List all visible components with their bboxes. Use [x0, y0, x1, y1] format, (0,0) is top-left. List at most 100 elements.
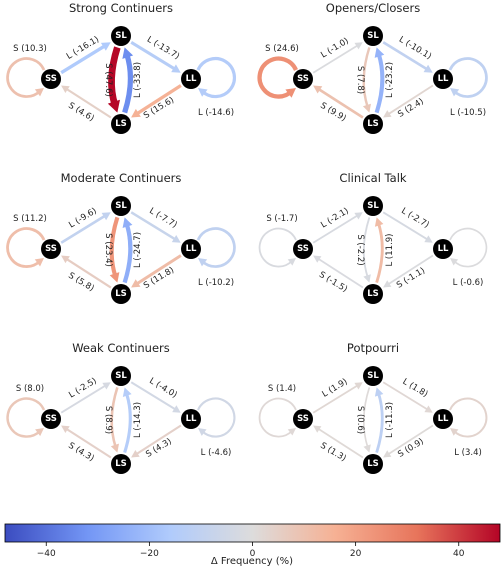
node-circle — [181, 409, 201, 429]
node-circle — [363, 284, 383, 304]
ll-self-loop — [197, 397, 236, 438]
ll-ls-arrowhead — [131, 449, 140, 458]
sl-ls-arrowhead — [362, 103, 371, 113]
node-ls: LS — [363, 284, 383, 304]
ls-sl-curve — [374, 53, 385, 114]
ls-sl-label: L (-33.8) — [133, 62, 143, 98]
edge-ss-sl — [312, 42, 363, 74]
edge-sl-ls — [362, 47, 371, 113]
ls-ss-arrowhead — [61, 85, 70, 94]
sl-ll-arrowhead — [424, 405, 433, 413]
node-sl: SL — [363, 196, 383, 216]
node-ll: LL — [433, 409, 453, 429]
ls-ss-line — [65, 427, 112, 459]
sl-ls-arrowhead — [107, 99, 120, 113]
colorbar-tick-label: −40 — [37, 549, 56, 559]
node-ll: LL — [181, 409, 201, 429]
edge-ll-ls — [383, 254, 434, 288]
sl-ls-arrowhead — [110, 443, 120, 453]
node-ll: LL — [181, 239, 201, 259]
ls-sl-curve — [123, 392, 132, 454]
ls-ss-arrowhead — [61, 425, 70, 434]
node-ls: LS — [111, 454, 131, 474]
node-label: SS — [45, 244, 57, 254]
ls-sl-curve — [375, 222, 384, 284]
node-label: SS — [45, 414, 57, 424]
ll-self-label: L (-10.5) — [450, 108, 486, 118]
ll-ls-arrowhead — [383, 280, 392, 288]
edge-ls-ss — [313, 85, 364, 119]
edge-ll-ls — [131, 424, 182, 458]
edge-ls-sl — [122, 217, 133, 284]
ll-self-arrowhead — [198, 428, 207, 436]
edge-ll-ls — [383, 84, 434, 118]
edge-sl-ll — [382, 381, 433, 413]
ls-sl-arrowhead — [122, 387, 132, 397]
panel-title: Openers/Closers — [326, 1, 420, 15]
ll-self-loop — [449, 397, 488, 438]
edge-ss-self — [6, 57, 46, 98]
ss-self-loop — [6, 227, 46, 268]
panel-title: Strong Continuers — [69, 1, 173, 15]
node-sl: SL — [363, 26, 383, 46]
ls-sl-label: L (11.9) — [385, 234, 395, 267]
ll-ls-arrowhead — [383, 450, 392, 458]
ss-self-label: S (1.4) — [268, 384, 296, 394]
sl-ls-arrowhead — [109, 272, 120, 283]
edge-ls-ss — [61, 85, 112, 119]
ll-self-label: L (-4.6) — [201, 448, 232, 458]
node-label: LL — [186, 74, 197, 84]
node-label: LS — [367, 459, 379, 469]
ss-self-loop — [258, 397, 297, 438]
edge-ss-sl — [312, 212, 363, 244]
edge-sl-ll — [382, 211, 433, 243]
sl-ls-arrowhead — [363, 274, 371, 283]
node-ss: SS — [293, 239, 313, 259]
ll-ls-line — [135, 84, 182, 116]
edge-ll-ls — [383, 424, 434, 458]
ll-self-loop — [196, 227, 236, 268]
node-circle — [181, 239, 201, 259]
ss-sl-arrowhead — [354, 212, 363, 220]
node-label: LS — [115, 459, 127, 469]
ss-self-label: S (11.2) — [13, 214, 47, 224]
ls-ss-arrowhead — [313, 425, 322, 433]
ss-self-loop — [257, 56, 298, 99]
ss-self-arrowhead — [285, 88, 296, 98]
panel-title: Clinical Talk — [339, 171, 406, 185]
node-label: LL — [438, 414, 449, 424]
node-ls: LS — [111, 114, 131, 134]
sl-ls-label: S (-2.2) — [355, 234, 365, 265]
node-label: LS — [115, 289, 127, 299]
ss-self-label: S (8.0) — [16, 384, 44, 394]
node-circle — [363, 454, 383, 474]
sl-ll-arrowhead — [423, 64, 433, 73]
ll-self-loop — [196, 56, 236, 99]
sl-ls-label: S (23.4) — [103, 233, 113, 267]
edge-sl-ll — [130, 211, 181, 243]
ls-ss-label: S (-1.5) — [317, 270, 349, 295]
ss-sl-line — [312, 44, 359, 74]
node-label: LL — [186, 244, 197, 254]
sl-ls-curve — [110, 387, 119, 448]
colorbar-bar — [4, 523, 501, 543]
edge-ls-ss — [61, 255, 112, 289]
ss-self-arrowhead — [287, 258, 296, 266]
ss-self-arrowhead — [287, 428, 296, 436]
edge-ll-ls — [131, 84, 182, 118]
ss-sl-arrowhead — [354, 382, 363, 390]
node-circle — [363, 114, 383, 134]
ls-sl-label: L (-24.7) — [133, 232, 143, 268]
ss-self-loop — [6, 57, 46, 98]
ss-sl-arrowhead — [101, 212, 111, 221]
node-circle — [111, 26, 131, 46]
sl-ls-label: S (47.6) — [103, 63, 113, 97]
ls-sl-curve — [122, 223, 133, 284]
sl-ll-line — [382, 211, 429, 241]
ls-ss-line — [65, 87, 112, 119]
node-label: SS — [45, 74, 57, 84]
